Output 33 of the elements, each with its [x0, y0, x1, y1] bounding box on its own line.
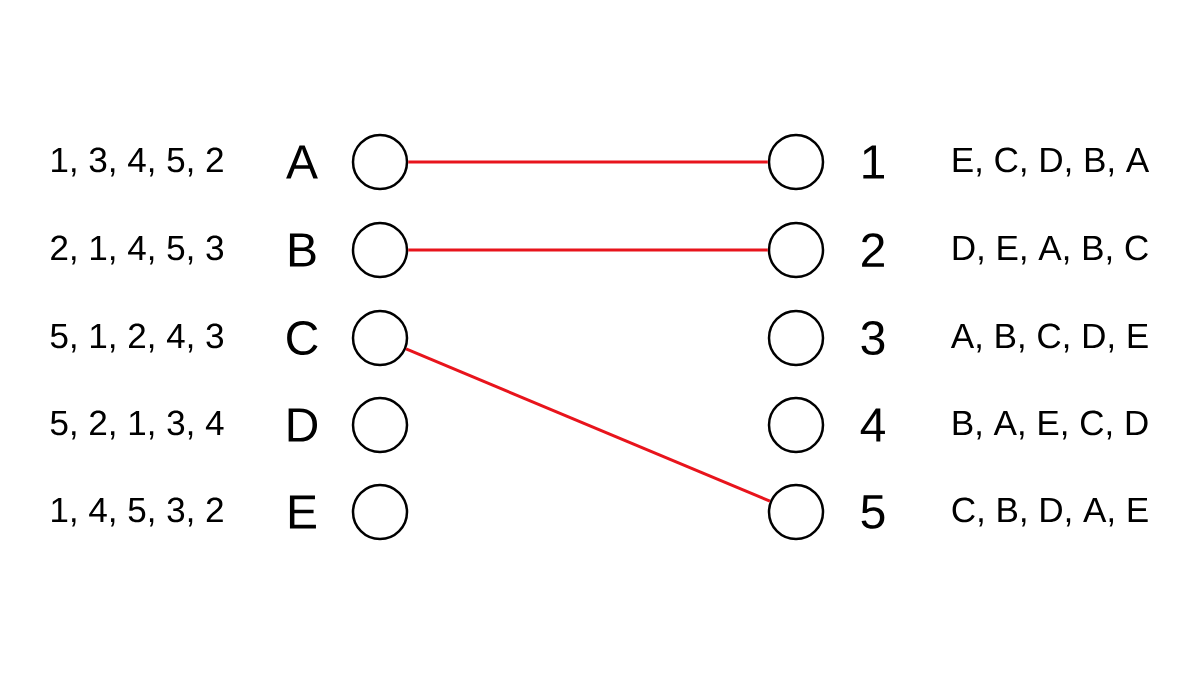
circle-node — [351, 133, 409, 191]
node-label: D — [288, 408, 318, 442]
preference-list: 2, 1, 4, 5, 3 — [51, 235, 224, 265]
circle-node — [351, 396, 409, 454]
node-label: B — [289, 233, 316, 267]
node-label: 2 — [862, 233, 884, 267]
circle-node — [767, 396, 825, 454]
preference-list: 1, 4, 5, 3, 2 — [52, 497, 223, 527]
connector-line — [408, 160, 768, 164]
preference-list: E, C, D, B, A — [953, 147, 1150, 177]
circle-node — [767, 309, 825, 367]
preference-list: C, B, D, A, E — [952, 497, 1148, 527]
circle-node — [767, 221, 825, 279]
circle-node — [351, 221, 409, 279]
connector-line — [405, 347, 771, 503]
preference-list: D, E, A, B, C — [953, 235, 1148, 265]
preference-list: A, B, C, D, E — [950, 323, 1148, 353]
node-label: A — [286, 145, 318, 179]
node-label: E — [289, 495, 316, 529]
preference-list: B, A, E, C, D — [953, 410, 1148, 440]
node-label: 5 — [861, 495, 885, 529]
circle-node — [767, 133, 825, 191]
node-label: 1 — [863, 145, 884, 179]
connector-line — [408, 248, 768, 252]
node-label: 4 — [860, 408, 885, 442]
circle-node — [351, 483, 409, 541]
circle-node — [767, 483, 825, 541]
preference-list: 5, 2, 1, 3, 4 — [50, 410, 224, 440]
node-label: 3 — [861, 321, 885, 355]
preference-list: 1, 3, 4, 5, 2 — [52, 147, 223, 177]
node-label: C — [287, 321, 318, 355]
circle-node — [351, 309, 409, 367]
preference-list: 5, 1, 2, 4, 3 — [50, 323, 224, 353]
